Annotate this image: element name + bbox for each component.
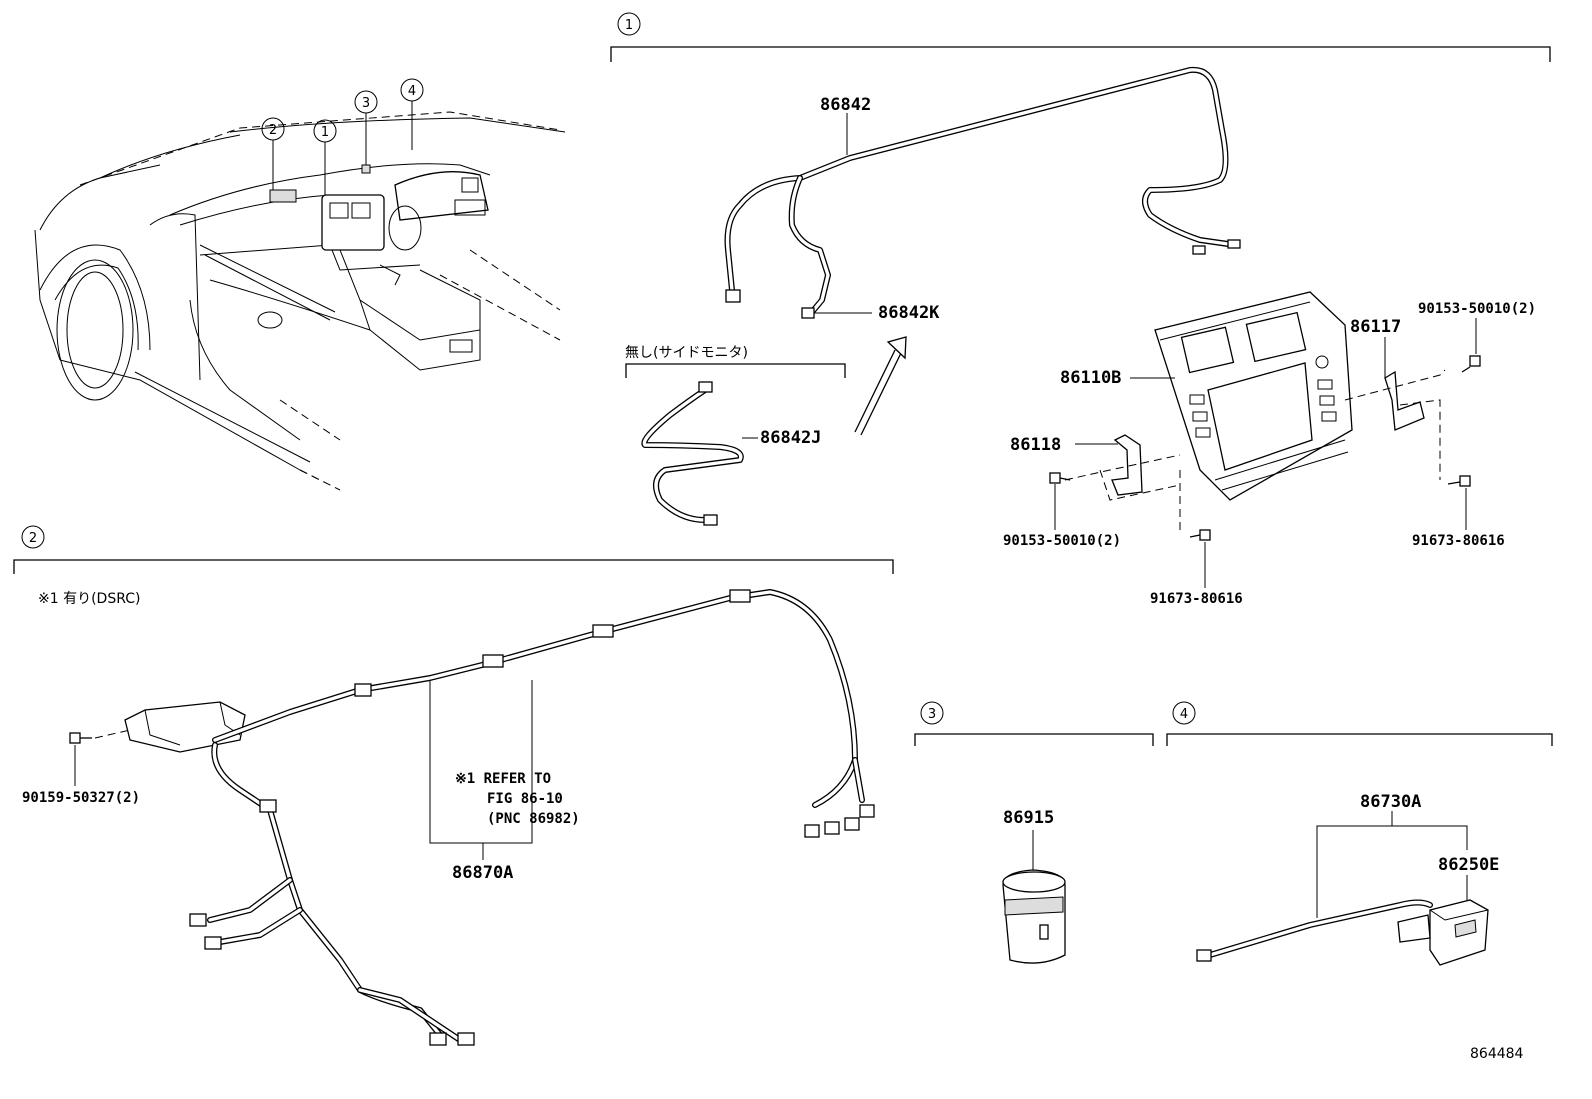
overview-callout-3: 3: [354, 90, 378, 165]
section-1-marker: 1: [617, 12, 641, 36]
screw-90153-tr: [1461, 355, 1481, 373]
overview-callout-4: 4: [400, 78, 424, 150]
part-label-90159: 90159-50327(2): [22, 790, 140, 806]
screw-91673-br: [1447, 475, 1471, 487]
screw-90153-bl: [1049, 472, 1071, 484]
part-label-86915: 86915: [1003, 808, 1054, 828]
part-label-90153-tr: 90153-50010(2): [1418, 301, 1536, 317]
dashboard-overview-illustration: 2 1 3 4: [34, 78, 566, 491]
part-label-86250e: 86250E: [1438, 855, 1499, 875]
part-label-86842k: 86842K: [878, 303, 940, 323]
screw-90159: [69, 729, 131, 744]
part-label-86117: 86117: [1350, 317, 1401, 337]
svg-text:4: 4: [1180, 707, 1188, 722]
part-label-91673-bm: 91673-80616: [1150, 591, 1243, 607]
overview-part-2: [269, 189, 297, 203]
section-2-bracket: [13, 559, 894, 574]
section-3: 3 86915: [914, 701, 1154, 964]
section-1: 1 86842 86842K 無し(サイドモニタ): [610, 12, 1551, 607]
bracket-86118: [1111, 434, 1143, 496]
refer-line-1: ※1 REFER TO: [455, 771, 551, 787]
section-3-bracket: [914, 733, 1154, 746]
svg-text:1: 1: [321, 125, 329, 140]
note-with-dsrc: ※1 有り(DSRC): [38, 591, 140, 607]
svg-text:3: 3: [928, 707, 936, 722]
leader-86870a-bracket: [429, 680, 533, 844]
usb-cable-86730a: [1196, 899, 1433, 962]
usb-jack-86250e: [1397, 899, 1489, 966]
switch-86915: [1002, 869, 1066, 964]
part-label-91673-br: 91673-80616: [1412, 533, 1505, 549]
section-2: 2 ※1 有り(DSRC): [13, 525, 894, 1046]
overview-center-display: [321, 194, 385, 251]
part-label-86730a: 86730A: [1360, 792, 1421, 812]
svg-text:2: 2: [269, 123, 277, 138]
section-1-bracket: [610, 46, 1551, 62]
overview-callout-1: 1: [313, 119, 337, 195]
cable-86842j: [641, 381, 744, 526]
svg-text:4: 4: [408, 84, 416, 99]
refer-line-2: FIG 86-10: [487, 791, 563, 807]
section-4: 4 86730A 86250E: [1166, 701, 1553, 966]
part-label-86842j: 86842J: [760, 428, 821, 448]
harness-86870a: [189, 589, 875, 1046]
cable-86842: [724, 66, 1241, 319]
section-2-marker: 2: [21, 525, 45, 549]
replace-arrow: [854, 336, 907, 436]
section-3-marker: 3: [920, 701, 944, 725]
section-4-bracket: [1166, 733, 1553, 746]
part-label-86110b: 86110B: [1060, 368, 1121, 388]
diagram-id: 864484: [1470, 1046, 1524, 1062]
part-label-86870a: 86870A: [452, 863, 513, 883]
note-none-side-monitor: 無し(サイドモニタ): [625, 345, 748, 361]
note-bracket: [625, 363, 846, 378]
svg-text:2: 2: [29, 531, 37, 546]
overview-part-3: [361, 164, 371, 174]
screw-91673-bm: [1189, 529, 1211, 541]
overview-callout-2: 2: [261, 117, 285, 190]
display-unit-86110b: [1154, 291, 1353, 501]
svg-text:3: 3: [362, 96, 370, 111]
part-label-90153-bl: 90153-50010(2): [1003, 533, 1121, 549]
part-label-86118: 86118: [1010, 435, 1061, 455]
section-4-marker: 4: [1172, 701, 1196, 725]
dsrc-unit: [124, 701, 246, 753]
bracket-86117: [1384, 370, 1425, 431]
svg-text:1: 1: [625, 18, 633, 33]
refer-line-3: (PNC 86982): [487, 811, 580, 827]
part-label-86842: 86842: [820, 95, 871, 115]
